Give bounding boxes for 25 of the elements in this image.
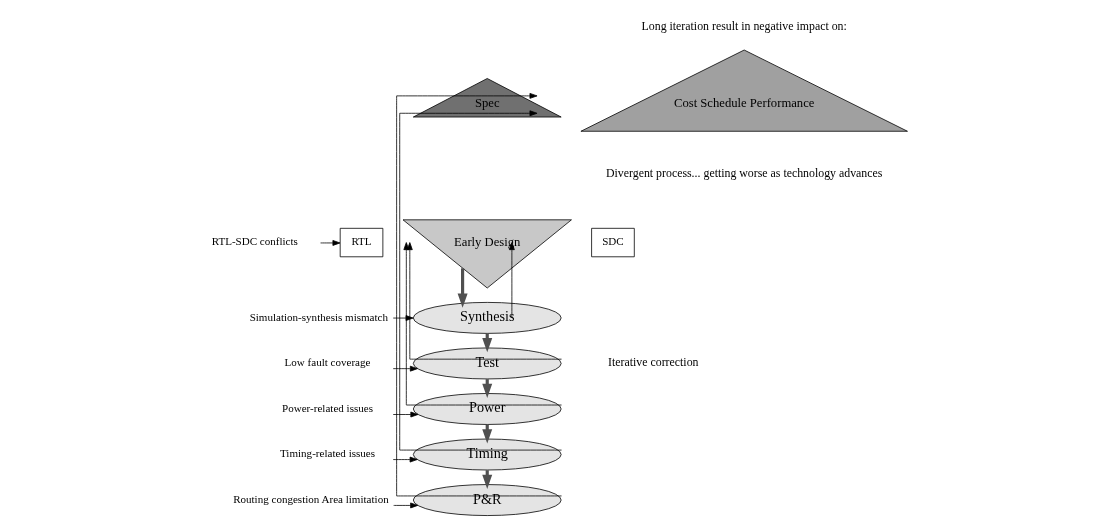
node-text: Simulation-synthesis mismatch — [249, 310, 389, 323]
arrow — [457, 268, 468, 308]
arrow — [392, 315, 414, 321]
arrow — [392, 365, 418, 372]
node-ellipse: Test — [412, 347, 562, 380]
arrow — [320, 240, 341, 246]
arrow — [399, 110, 562, 451]
node-ellipse: Timing — [412, 438, 562, 471]
node-text: Power-related issues — [282, 401, 373, 414]
arrow — [393, 502, 419, 509]
arrow — [406, 242, 562, 360]
node-text: Timing-related issues — [280, 447, 376, 460]
node-text: Routing congestion Area limitation — [233, 492, 389, 505]
node-box: SDC — [591, 227, 635, 258]
node-label: Divergent process... getting worse as technology advances — [606, 166, 883, 181]
arrow — [392, 456, 418, 463]
node-text: RTL-SDC conflicts — [211, 235, 298, 248]
node-label: Long iteration result in negative impact on: — [641, 19, 847, 34]
arrow — [509, 242, 515, 319]
node-ellipse: Synthesis — [412, 302, 562, 334]
arrow — [403, 242, 562, 406]
label: Iterative correction — [608, 355, 699, 370]
node-box: RTL — [339, 227, 384, 258]
node-text: Low fault coverage — [284, 356, 371, 369]
arrow — [392, 411, 419, 418]
